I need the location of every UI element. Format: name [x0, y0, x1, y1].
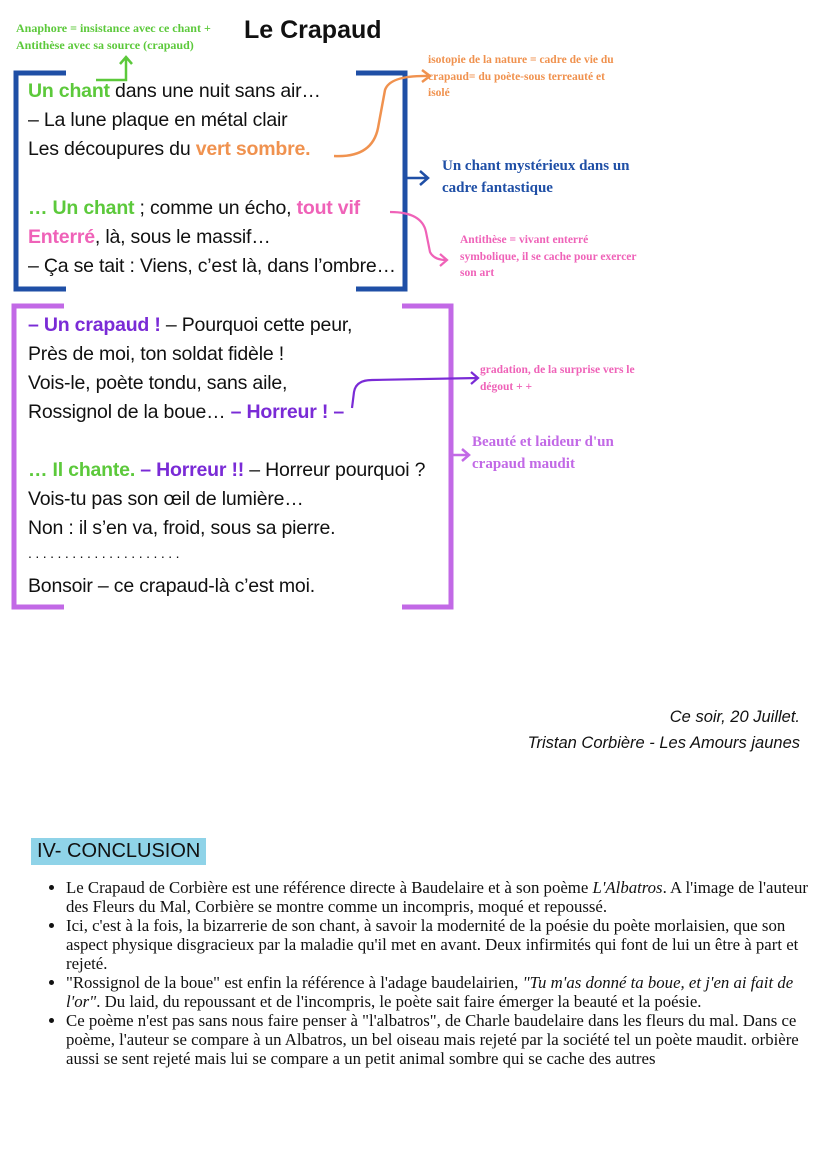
annotation-line: Antithèse avec sa source (crapaud) [16, 38, 194, 53]
poem-line: Vois-le, poète tondu, sans aile, [28, 372, 288, 394]
highlight-text: Enterré [28, 226, 95, 248]
poem-line: – Ça se tait : Viens, c’est là, dans l’o… [28, 255, 396, 277]
antithese-annotation: Antithèse = vivant enterré symbolique, i… [460, 232, 690, 282]
poem-line: – Un crapaud ! – Pourquoi cette peur, [28, 314, 352, 337]
poem-line: Enterré, là, sous le massif… [28, 226, 271, 249]
poem-line: Un chant dans une nuit sans air… [28, 80, 321, 103]
item-italic: L'Albatros [592, 878, 663, 897]
annotation-line: crapaud maudit [472, 455, 575, 472]
lilac-bracket-right [402, 303, 454, 610]
gradation-annotation: gradation, de la surprise vers le dégout… [480, 362, 680, 395]
annotation-line: crapaud= du poète-sous terreauté et [428, 70, 605, 83]
list-item: Ici, c'est à la fois, la bizarrerie de s… [66, 916, 826, 974]
poem-line: … Un chant ; comme un écho, tout vif [28, 197, 360, 220]
annotation-line: isotopie de la nature = cadre de vie du [428, 54, 614, 66]
annotation-line: Anaphore = insistance avec ce chant + [16, 21, 211, 35]
poem-line: Les découpures du vert sombre. [28, 138, 311, 161]
poem-line: Vois-tu pas son œil de lumière… [28, 488, 304, 510]
highlight-text: … Un chant [28, 197, 135, 219]
annotation-line: gradation, de la surprise vers le [480, 364, 635, 376]
lilac-arrow-icon [452, 448, 471, 462]
blue-bracket [13, 70, 66, 292]
beaute-annotation: Beauté et laideur d'un crapaud maudit [472, 432, 672, 476]
line-text: , là, sous le massif… [94, 226, 271, 248]
line-text: Les découpures du [28, 138, 196, 160]
poem-line: – La lune plaque en métal clair [28, 109, 288, 131]
list-item: Le Crapaud de Corbière est une référence… [66, 878, 826, 917]
item-italic: "Tu m'as donné ta boue, et j'en ai fait … [66, 972, 794, 1011]
blue-arrow-icon [406, 170, 430, 186]
violet-arrow-icon [350, 371, 480, 409]
highlight-text: – Un crapaud ! [28, 314, 161, 336]
green-arrow-icon [96, 55, 133, 82]
poem-title: Le Crapaud [244, 16, 382, 44]
annotation-line: son art [460, 267, 495, 280]
section-heading: IV- CONCLUSION [31, 838, 207, 865]
highlight-text: – Horreur ! – [230, 401, 345, 423]
line-text: Rossignol de la boue… [28, 401, 231, 423]
highlight-text: … Il chante. [28, 459, 136, 481]
item-text: . A l'image de l'auteur des Fleurs du Ma… [66, 878, 808, 916]
annotation-line: cadre fantastique [442, 179, 553, 196]
annotation-line: symbolique, il se cache pour exercer [460, 250, 637, 263]
poem-line: . . . . . . . . . . . . . . . . . . . . … [28, 545, 180, 561]
annotation-line: Un chant mystérieux dans un [442, 158, 630, 174]
item-text: "Rossignol de la boue" est enfin la réfé… [66, 972, 523, 992]
conclusion-list: Le Crapaud de Corbière est une référence… [40, 878, 826, 1069]
orange-arrow-icon [333, 69, 433, 158]
poem-line: Près de moi, ton soldat fidèle ! [28, 343, 284, 365]
isotopie-annotation: isotopie de la nature = cadre de vie du … [428, 52, 668, 102]
poem-line: … Il chante. – Horreur !! – Horreur pour… [28, 459, 425, 482]
annotation-line: isolé [428, 87, 450, 100]
list-item: Ce poème n'est pas sans nous faire pense… [66, 1011, 826, 1069]
signature-date: Ce soir, 20 Juillet. [669, 708, 800, 726]
poem-line: Non : il s’en va, froid, sous sa pierre. [28, 517, 336, 539]
list-item: "Rossignol de la boue" est enfin la réfé… [66, 972, 826, 1012]
annotation-line: Beauté et laideur d'un [472, 434, 614, 450]
line-text: – Horreur pourquoi ? [244, 459, 426, 481]
poem-line: Bonsoir – ce crapaud-là c’est moi. [28, 575, 315, 597]
annotation-line: Antithèse = vivant enterré [460, 234, 589, 246]
item-text: Le Crapaud de Corbière est une référence… [66, 878, 593, 897]
pink-arrow-icon [389, 210, 449, 267]
anaphore-annotation: Anaphore = insistance avec ce chant + An… [16, 20, 246, 55]
highlight-text: vert sombre. [195, 138, 311, 160]
item-text: . Du laid, du repoussant et de l'incompr… [96, 991, 702, 1011]
line-text: dans une nuit sans air… [109, 80, 321, 102]
line-text: – Pourquoi cette peur, [160, 314, 353, 336]
poem-line: Rossignol de la boue… – Horreur ! – [28, 401, 344, 424]
line-text: ; comme un écho, [134, 197, 297, 219]
highlight-text: – Horreur !! [135, 459, 245, 481]
highlight-text: Un chant [28, 80, 110, 102]
blue-bracket-right [356, 70, 408, 292]
highlight-text: tout vif [296, 197, 361, 219]
signature-author: Tristan Corbière - Les Amours jaunes [527, 734, 800, 753]
lilac-bracket [11, 303, 64, 610]
signature: Ce soir, 20 Juillet. Tristan Corbière - … [528, 704, 800, 757]
annotation-line: dégout + + [480, 380, 533, 393]
chant-mysterieux-annotation: Un chant mystérieux dans un cadre fantas… [442, 156, 672, 200]
